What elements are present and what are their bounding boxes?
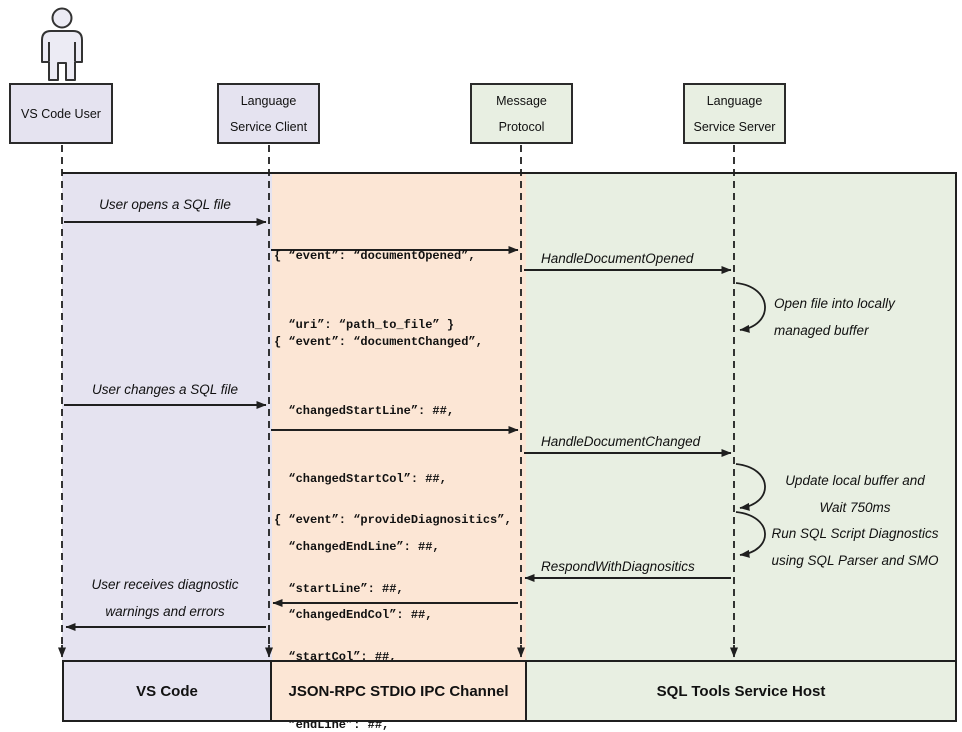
label-respond-with-diagnostics: RespondWithDiagnositics [541,559,695,574]
label-open-file-locally: Open file into locally managed buffer [774,296,895,338]
payload-line: { “event”: “documentOpened”, [274,249,476,264]
label-update-buffer: Update local buffer and Wait 750ms [785,473,925,515]
participant-label: VS Code User [21,106,101,121]
footer-label: SQL Tools Service Host [656,682,826,700]
participant-label: Service Server [693,119,776,134]
participant-language-service-client: Language Service Client [217,83,320,144]
label-handle-document-opened: HandleDocumentOpened [541,251,694,266]
band-service-host [526,172,957,661]
payload-line: { “event”: “documentChanged”, [274,335,483,350]
participant-label: Message [496,93,547,108]
label-run-diagnostics: Run SQL Script Diagnostics using SQL Par… [771,526,939,568]
participant-label: Service Client [229,119,308,134]
user-actor-icon [41,7,83,81]
label-handle-document-changed: HandleDocumentChanged [541,434,701,449]
footer-label: JSON-RPC STDIO IPC Channel [288,682,509,700]
participant-vscode-user: VS Code User [9,83,113,144]
label-user-receives-diagnostics: User receives diagnostic warnings and er… [91,577,239,619]
label-user-changes-file: User changes a SQL file [91,382,239,397]
participant-language-service-server: Language Service Server [683,83,786,144]
footer-vscode: VS Code [62,660,272,722]
label-user-opens-file: User opens a SQL file [99,197,231,212]
participant-label: Protocol [498,119,545,134]
payload-line: { “event”: “provideDiagnositics”, [274,513,512,528]
footer-service-host: SQL Tools Service Host [525,660,957,722]
participant-label: Language [240,93,297,108]
participant-label: Language [706,93,763,108]
footer-label: VS Code [136,682,198,700]
payload-line: “changedStartLine”: ##, [274,403,455,418]
footer-ipc-channel: JSON-RPC STDIO IPC Channel [270,660,527,722]
participant-message-protocol: Message Protocol [470,83,573,144]
payload-line: “startLine”: ##, [274,581,404,596]
